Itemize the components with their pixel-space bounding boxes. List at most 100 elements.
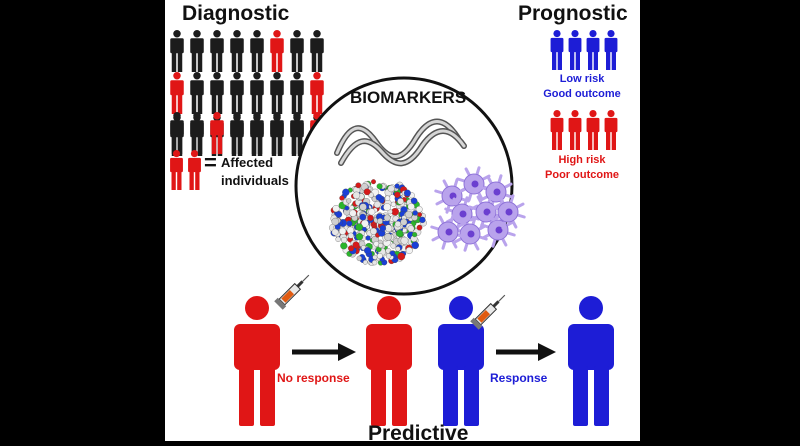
protein-atom [397, 198, 404, 205]
protein-atom [367, 214, 374, 222]
protein-atom [364, 247, 372, 255]
protein-atom [335, 236, 341, 242]
protein-atom [365, 235, 371, 241]
predictive-title: Predictive [368, 422, 469, 445]
protein-atom [383, 203, 391, 211]
protein-atom [363, 188, 371, 196]
syringe-icon [274, 274, 310, 310]
protein-atom [342, 188, 350, 196]
protein-atom [344, 205, 350, 211]
protein-atom [361, 219, 369, 228]
protein-atom [384, 233, 392, 241]
protein-atom [352, 191, 361, 199]
good-outcome-label: Good outcome [543, 88, 621, 100]
protein-structure-icon [329, 179, 427, 266]
protein-atom [384, 224, 393, 232]
protein-atom [331, 228, 339, 236]
protein-atom [400, 218, 408, 226]
protein-atom [390, 201, 396, 207]
protein-atom [419, 216, 426, 224]
dna-strand-icon [334, 118, 467, 167]
protein-atom [383, 214, 391, 222]
protein-atom [390, 243, 396, 249]
cell-icon [490, 194, 526, 230]
cell-icon [430, 214, 466, 250]
protein-atom [385, 253, 392, 259]
protein-atom [372, 254, 378, 260]
protein-atom [355, 233, 364, 241]
protein-atom [346, 220, 353, 227]
protein-atom [341, 236, 348, 244]
protein-atom [349, 209, 357, 217]
protein-atom [340, 242, 348, 250]
response-label: Response [490, 371, 548, 385]
protein-atom [405, 247, 413, 254]
arrow-right-icon [292, 343, 356, 361]
protein-atom [373, 201, 381, 209]
protein-atom [403, 189, 411, 197]
protein-atom [339, 227, 347, 235]
poor-outcome-label: Poor outcome [545, 169, 619, 181]
prognostic-title: Prognostic [518, 2, 628, 25]
protein-atom [394, 183, 400, 189]
protein-atom [394, 220, 402, 228]
protein-atom [349, 205, 355, 211]
diagnostic-title: Diagnostic [182, 2, 290, 25]
protein-atom [376, 252, 383, 259]
protein-atom [379, 198, 385, 204]
biomarkers-title: BIOMARKERS [350, 88, 467, 107]
protein-atom [339, 195, 345, 201]
protein-atom [370, 227, 378, 235]
legend-equals-sign: = [204, 150, 217, 175]
no-response-label: No response [277, 371, 350, 385]
protein-atom [368, 208, 376, 216]
protein-atom [355, 182, 362, 189]
protein-atom [411, 241, 419, 250]
protein-atom [352, 241, 360, 249]
legend-label-line2: individuals [221, 173, 289, 188]
protein-atom [362, 259, 368, 265]
arrow-right-icon [496, 343, 556, 361]
protein-atom [331, 217, 340, 226]
protein-atom [395, 229, 404, 238]
protein-atom [332, 205, 340, 213]
protein-atom [405, 210, 413, 219]
protein-atom [394, 191, 401, 198]
protein-atom [359, 203, 367, 211]
cell-cluster-icon [430, 166, 526, 252]
protein-atom [335, 211, 343, 218]
protein-atom [400, 236, 409, 245]
cell-icon [456, 166, 492, 202]
protein-atom [395, 246, 401, 252]
protein-atom [412, 232, 418, 238]
protein-atom [355, 223, 363, 231]
protein-atom [376, 183, 383, 190]
protein-atom [407, 203, 415, 211]
protein-atom [416, 224, 423, 231]
protein-atom [415, 205, 423, 213]
protein-atom [359, 213, 367, 221]
protein-atom [348, 245, 355, 252]
high-risk-label: High risk [558, 154, 606, 166]
low-risk-label: Low risk [559, 73, 605, 85]
protein-atom [412, 210, 418, 216]
protein-atom [371, 179, 376, 185]
protein-atom [397, 252, 406, 261]
protein-atom [346, 198, 352, 204]
protein-atom [410, 197, 418, 205]
protein-atom [378, 242, 384, 249]
protein-atom [371, 259, 378, 266]
protein-atom [417, 212, 423, 217]
protein-atom [389, 250, 396, 257]
protein-atom [356, 255, 362, 262]
legend-label-line1: Affected [221, 155, 274, 170]
protein-atom [347, 232, 354, 239]
protein-atom [407, 225, 415, 232]
protein-atom [373, 241, 380, 247]
syringe-icon [470, 294, 506, 330]
protein-atom [387, 185, 395, 193]
protein-atom [384, 195, 391, 201]
protein-atom [379, 225, 387, 232]
